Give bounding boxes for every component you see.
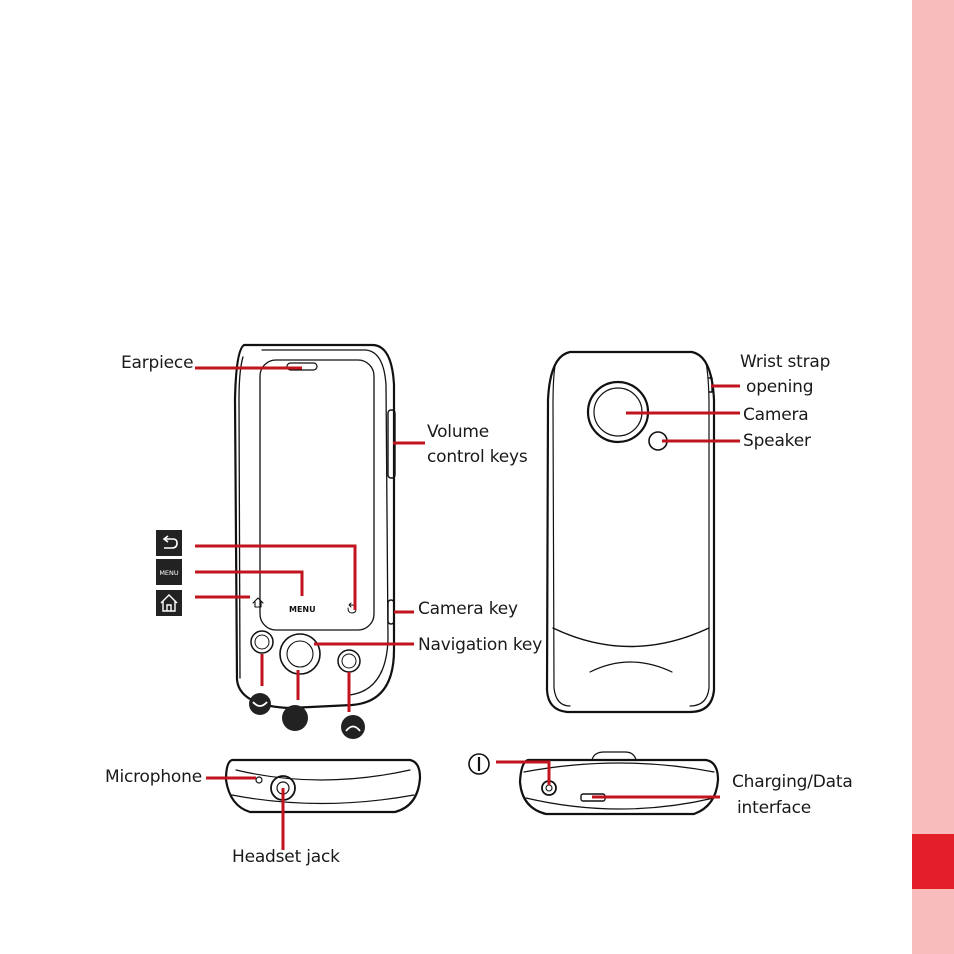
chapter-side-tab — [912, 0, 954, 954]
camera-label: Camera — [743, 405, 809, 425]
headset-jack-label: Headset jack — [232, 847, 340, 867]
front-phone — [233, 343, 396, 710]
speaker-label: Speaker — [743, 431, 811, 451]
navigation-key-label: Navigation key — [418, 635, 543, 655]
home-key-icon — [156, 590, 182, 616]
wrist-strap-label-line1: Wrist strap — [740, 352, 831, 372]
back-key-callout — [195, 544, 357, 610]
microphone-label: Microphone — [105, 767, 202, 787]
earpiece-label: Earpiece — [121, 353, 194, 373]
end-key-icon — [341, 715, 365, 739]
trackball-icon — [282, 705, 308, 731]
camera-key-label: Camera key — [418, 599, 518, 619]
power-key-callout — [496, 760, 551, 785]
callout-lines — [195, 366, 740, 850]
back-key-icon — [156, 530, 182, 556]
charging-label-line1: Charging/Data — [732, 772, 853, 792]
chapter-marker — [912, 834, 954, 889]
menu-key-icon: MENU — [156, 559, 182, 585]
volume-label-line2: control keys — [427, 447, 528, 467]
wrist-strap-label-line2: opening — [746, 377, 814, 397]
svg-text:MENU: MENU — [159, 569, 179, 577]
menu-key-callout — [195, 570, 304, 596]
call-key-icon — [249, 693, 271, 715]
power-key-icon — [468, 753, 490, 775]
top-view-phone — [224, 758, 422, 814]
charging-label-line2: interface — [737, 798, 812, 818]
volume-label-line1: Volume — [427, 422, 490, 442]
menu-touch-label: MENU — [289, 605, 316, 614]
bottom-view-phone — [518, 751, 720, 816]
back-phone — [545, 350, 716, 714]
